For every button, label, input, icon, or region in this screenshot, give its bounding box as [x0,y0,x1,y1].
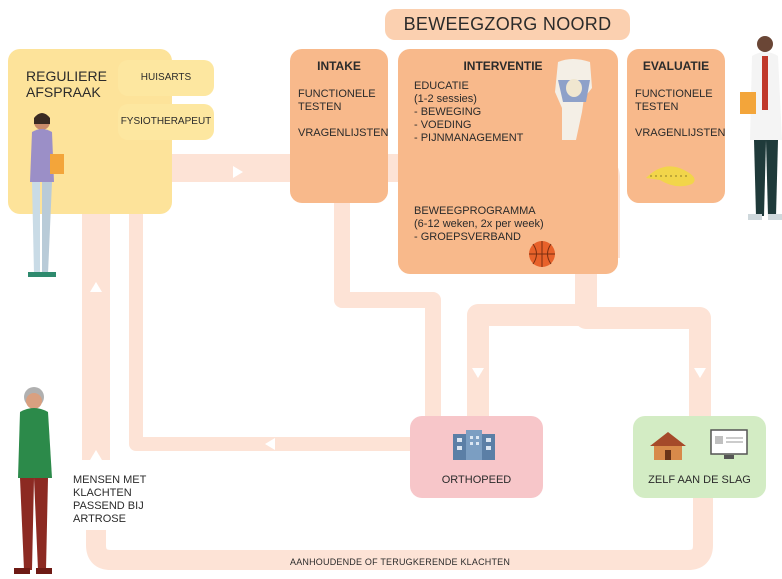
flow-intake-down [334,200,441,420]
educatie-line5: - PIJNMANAGEMENT [414,132,524,144]
educatie-text: EDUCATIE (1-2 sessies) - BEWEGING - VOED… [414,80,523,145]
patient-line3: PASSEND BIJ [73,500,144,512]
orthopeed-label: ORTHOPEED [441,474,512,486]
arrow-right-1 [233,166,243,178]
intake-box [290,49,388,203]
reguliere-title-line1: REGULIERE [26,68,107,84]
intake-header: INTAKE [317,59,361,73]
arrow-down-3 [694,368,706,378]
evaluatie-header: EVALUATIE [642,59,710,73]
programma-line3: - GROEPSVERBAND [414,231,521,243]
arrow-down-2 [472,368,484,378]
page-title: BEWEEGZORG NOORD [385,9,630,40]
intake-line2: TESTEN [298,101,342,113]
reguliere-title-line2: AFSPRAAK [26,84,101,100]
patient-text: MENSEN MET KLACHTEN PASSEND BIJ ARTROSE [73,474,146,526]
educatie-line2: (1-2 sessies) [414,93,477,105]
intake-line1: FUNCTIONELE [298,88,376,100]
patient-line2: KLACHTEN [73,487,132,499]
programma-line2: (6-12 weken, 2x per week) [414,218,544,230]
educatie-line3: - BEWEGING [414,106,482,118]
evaluatie-text: FUNCTIONELE TESTEN VRAGENLIJSTEN [635,88,725,140]
reguliere-title: REGULIERE AFSPRAAK [26,68,107,100]
programma-line1: BEWEEGPROGRAMMA [414,205,536,217]
arrow-up-1 [90,282,102,292]
interventie-header: INTERVENTIE [463,59,543,73]
beweegprogramma-text: BEWEEGPROGRAMMA (6-12 weken, 2x per week… [414,205,544,244]
flow-program-to-orthopeed [467,270,597,420]
intake-text: FUNCTIONELE TESTEN VRAGENLIJSTEN [298,88,388,140]
educatie-line4: - VOEDING [414,119,472,131]
intake-line3: VRAGENLIJSTEN [298,127,389,139]
huisarts-pill: HUISARTS [118,60,214,96]
flow-orthopeed-return [129,190,412,451]
patient-line1: MENSEN MET [73,474,147,486]
arrow-up-2 [90,450,102,460]
patient-line4: ARTROSE [73,513,126,525]
evaluatie-line2: TESTEN [635,101,679,113]
evaluatie-line1: FUNCTIONELE [635,88,713,100]
fysiotherapeut-pill: FYSIOTHERAPEUT [118,104,214,140]
flow-bottom-band [86,498,713,570]
bottom-flow-label: AANHOUDENDE OF TERUGKERENDE KLACHTEN [290,557,511,567]
zelf-label: ZELF AAN DE SLAG [648,474,751,486]
educatie-line1: EDUCATIE [414,80,469,92]
arrow-left-1 [265,438,275,450]
evaluatie-line3: VRAGENLIJSTEN [635,127,726,139]
